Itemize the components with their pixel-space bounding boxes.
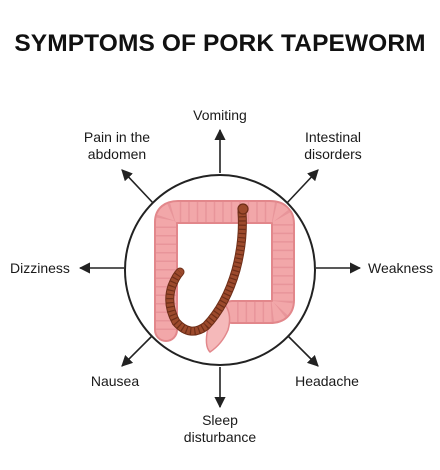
symptom-headache: Headache xyxy=(295,373,359,389)
arrow-top-right xyxy=(285,169,319,205)
arrow-top-left xyxy=(121,169,155,205)
symptom-intestinal-disorders: Intestinal disorders xyxy=(278,129,388,163)
symptom-weakness: Weakness xyxy=(368,260,434,276)
symptom-pain-line1: Pain in the xyxy=(83,129,151,145)
intestine-illustration xyxy=(154,200,295,353)
arrow-bottom-left xyxy=(121,333,155,367)
symptom-dizziness: Dizziness xyxy=(10,260,70,276)
symptom-sleep-disturbance: Sleep disturbance xyxy=(160,412,280,446)
tapeworm-illustration xyxy=(165,203,249,336)
symptom-intestinal-line1: Intestinal xyxy=(304,129,362,145)
symptom-pain-line2: abdomen xyxy=(87,146,147,162)
symptom-sleep-line2: disturbance xyxy=(183,429,257,445)
symptom-nausea: Nausea xyxy=(90,373,140,389)
symptom-pain-in-the-abdomen: Pain in the abdomen xyxy=(62,129,172,163)
symptom-vomiting: Vomiting xyxy=(193,107,247,123)
page-title: SYMPTOMS OF PORK TAPEWORM xyxy=(14,30,426,57)
arrow-bottom-right xyxy=(285,333,319,367)
symptom-intestinal-line2: disorders xyxy=(304,146,362,162)
symptom-sleep-line1: Sleep xyxy=(202,412,238,428)
